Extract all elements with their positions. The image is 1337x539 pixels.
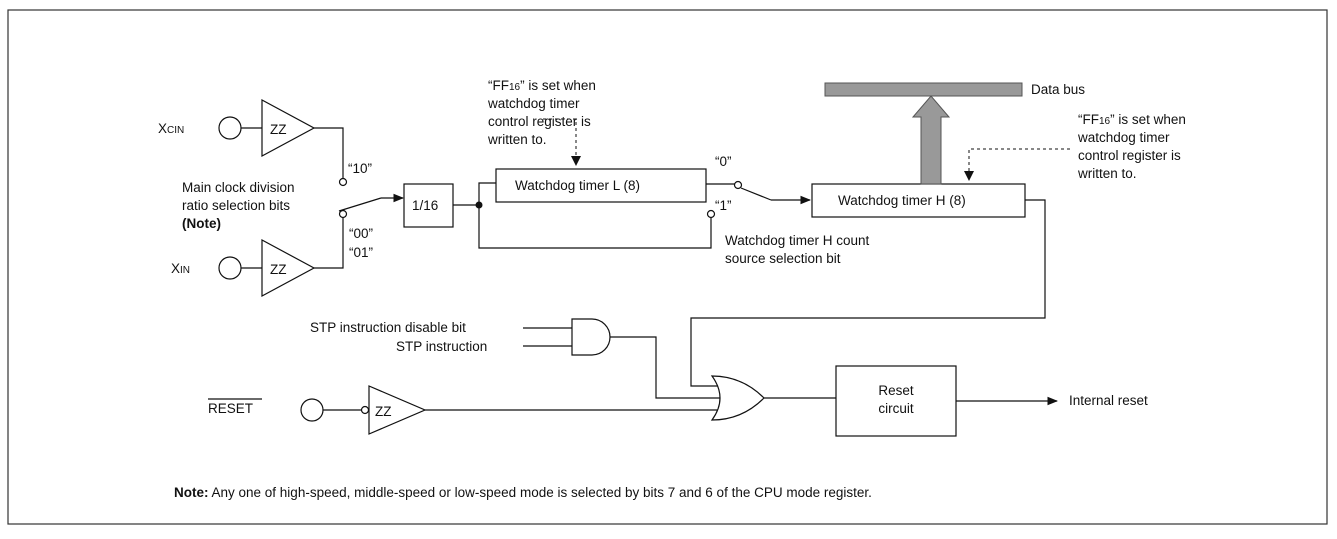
selector-code-10: “10” — [348, 161, 372, 176]
xcin-input: XCIN — [158, 116, 262, 140]
timer-l-preset-note: “FF16” is set when watchdog timer contro… — [487, 78, 596, 147]
watchdog-timer-h-box — [811, 183, 1026, 218]
stp-and-gate — [571, 318, 611, 356]
svg-text:control register is: control register is — [488, 114, 591, 129]
selector-label-note: (Note) — [182, 216, 221, 231]
svg-text:“FF16” is set when: “FF16” is set when — [488, 78, 596, 93]
svg-text:written to.: written to. — [1077, 166, 1137, 181]
timer-h-source-label-line1: Watchdog timer H count — [725, 233, 870, 248]
xin-input: XIN — [171, 256, 262, 280]
reset-schmitt-symbol: ZZ — [375, 404, 392, 419]
selector-label-line1: Main clock division — [182, 180, 295, 195]
xcin-schmitt-symbol: ZZ — [270, 122, 287, 137]
stp-instruction-label: STP instruction — [396, 339, 487, 354]
reset-schmitt-buffer: ZZ — [368, 385, 427, 435]
timer-h-source-label-line2: source selection bit — [725, 251, 841, 266]
timer-h-preset-pointer — [968, 148, 1070, 173]
xcin-pin — [218, 116, 242, 140]
timer-h-source-switch — [740, 187, 812, 205]
timer-h-source-contact-1 — [706, 209, 716, 219]
xin-label: XIN — [171, 261, 190, 276]
timer-l-preset-pointer — [543, 118, 577, 158]
xin-schmitt-symbol: ZZ — [270, 262, 287, 277]
reset-inverter-bubble — [360, 405, 370, 415]
selector-contact-10 — [338, 177, 348, 187]
divider-label: 1/16 — [412, 198, 438, 213]
data-bus-label: Data bus — [1031, 82, 1085, 97]
xin-schmitt-buffer: ZZ — [261, 238, 316, 298]
watchdog-timer-l-label: Watchdog timer L (8) — [515, 178, 640, 193]
svg-text:watchdog timer: watchdog timer — [487, 96, 580, 111]
footnote: Note: Any one of high-speed, middle-spee… — [174, 485, 872, 500]
xcin-label: XCIN — [158, 121, 184, 136]
data-bus-arrow — [911, 95, 951, 185]
watchdog-timer-l-box — [495, 168, 707, 203]
reset-or-gate — [710, 375, 765, 421]
internal-reset-label: Internal reset — [1069, 393, 1148, 408]
clock-selector-switch — [338, 193, 405, 212]
selector-label-line2: ratio selection bits — [182, 198, 290, 213]
reset-circuit-label-line2: circuit — [878, 401, 914, 416]
svg-text:“FF16” is set when: “FF16” is set when — [1078, 112, 1186, 127]
figure-frame — [7, 9, 1328, 525]
selector-code-01: “01” — [349, 245, 373, 260]
timer-h-source-code-1: “1” — [715, 198, 732, 213]
divider-box — [403, 183, 454, 228]
timer-h-source-contact-0 — [733, 180, 743, 190]
xin-pin — [218, 256, 242, 280]
selector-contact-00-01 — [338, 209, 348, 219]
watchdog-timer-h-label: Watchdog timer H (8) — [838, 193, 966, 208]
svg-text:watchdog timer: watchdog timer — [1077, 130, 1170, 145]
reset-circuit-label-line1: Reset — [878, 383, 914, 398]
data-bus-bar — [824, 82, 1023, 97]
timer-h-source-code-0: “0” — [715, 154, 732, 169]
reset-label: RESET — [208, 401, 253, 416]
timer-h-preset-note: “FF16” is set when watchdog timer contro… — [1077, 112, 1186, 181]
stp-disable-bit-label: STP instruction disable bit — [310, 320, 466, 335]
selector-code-00: “00” — [349, 226, 373, 241]
svg-text:written to.: written to. — [487, 132, 547, 147]
reset-pin — [300, 398, 324, 422]
svg-text:control register is: control register is — [1078, 148, 1181, 163]
xcin-schmitt-buffer: ZZ — [261, 98, 316, 158]
